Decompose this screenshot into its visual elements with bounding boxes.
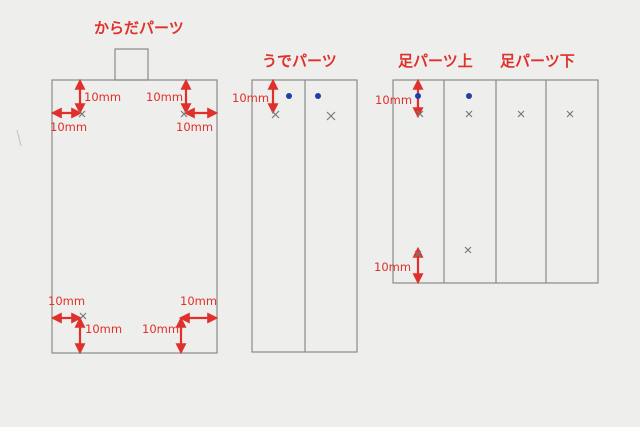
arm-parts-group: うでパーツ 10mm <box>232 52 358 353</box>
cross-mark <box>414 250 422 258</box>
measure-label: 10mm <box>48 294 85 308</box>
body-tab-outline <box>114 48 149 81</box>
body-parts-title: からだパーツ <box>94 19 184 37</box>
measure-label: 10mm <box>142 322 179 336</box>
cross-mark <box>326 111 336 121</box>
cross-mark <box>566 110 574 118</box>
leg-parts-group: 足パーツ上 足パーツ下 10mm 10mm <box>374 52 599 285</box>
paper-smudge <box>16 129 22 147</box>
measure-label: 10mm <box>146 90 183 104</box>
body-part-group: からだパーツ 10mm 10mm 10mm 10mm 10mm 10mm 10m… <box>48 19 219 355</box>
cross-mark <box>180 110 188 118</box>
cross-mark <box>416 110 424 118</box>
leg-parts-upper-title: 足パーツ上 <box>398 52 473 70</box>
blue-dot-marker <box>315 93 321 99</box>
arm-parts-title: うでパーツ <box>262 52 337 70</box>
measure-label: 10mm <box>85 322 122 336</box>
blue-dot-marker <box>286 93 292 99</box>
measure-label: 10mm <box>180 294 217 308</box>
measure-label: 10mm <box>50 120 87 134</box>
cross-mark <box>78 110 86 118</box>
cross-mark <box>517 110 525 118</box>
cross-mark <box>271 110 280 119</box>
measure-label: 10mm <box>374 260 411 274</box>
cross-mark <box>79 312 87 320</box>
cross-mark <box>465 110 473 118</box>
cross-mark <box>464 246 472 254</box>
measure-label: 10mm <box>375 93 412 107</box>
measure-label: 10mm <box>84 90 121 104</box>
blue-dot-marker <box>466 93 472 99</box>
body-part-outline <box>51 79 218 354</box>
measure-label: 10mm <box>176 120 213 134</box>
leg-parts-lower-title: 足パーツ下 <box>500 52 575 70</box>
blue-dot-marker <box>415 93 421 99</box>
measure-label: 10mm <box>232 91 269 105</box>
